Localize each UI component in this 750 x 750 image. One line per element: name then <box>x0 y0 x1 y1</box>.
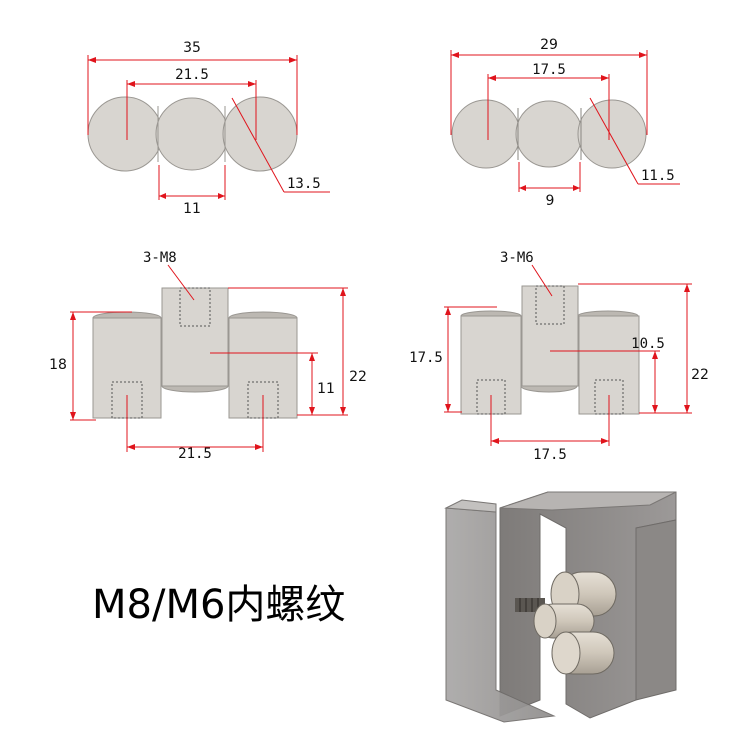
dim-inner-height-label: 11 <box>317 381 335 397</box>
circle-right <box>577 99 647 169</box>
mid-right-view: 3-M6 17.5 22 10.5 17.5 <box>409 250 709 463</box>
dim-center-spacing-label: 17.5 <box>532 62 566 78</box>
circle-middle <box>155 97 229 171</box>
dim-center-height-label: 22 <box>349 369 367 385</box>
top-right-view: 29 17.5 11.5 9 <box>450 37 680 209</box>
circle-left <box>87 96 163 172</box>
dim-overall-label: 35 <box>183 40 201 56</box>
dim-spacing-label: 17.5 <box>533 447 567 463</box>
dim-center-height-label: 22 <box>691 367 709 383</box>
dim-left-height-label: 18 <box>49 357 67 373</box>
cylinder-center <box>161 287 229 387</box>
mid-left-view: 3-M8 18 22 11 21.5 <box>49 250 367 462</box>
dim-inner-height-label: 10.5 <box>631 336 665 352</box>
hinge-3d-render <box>444 491 677 723</box>
dim-center-spacing-label: 21.5 <box>175 67 209 83</box>
dim-diameter-label: 13.5 <box>287 176 321 192</box>
dim-overall-label: 29 <box>540 37 558 53</box>
thread-label: 3-M8 <box>143 250 177 266</box>
dim-diameter-label: 11.5 <box>641 168 675 184</box>
circle-left <box>451 99 521 169</box>
hinge-barrel-middle <box>533 603 595 639</box>
circle-middle <box>515 100 583 168</box>
circle-right <box>222 96 298 172</box>
dim-gap-label: 11 <box>183 201 201 217</box>
cylinder-center <box>521 285 579 387</box>
dim-spacing-label: 21.5 <box>178 446 212 462</box>
top-left-view: 35 21.5 13.5 11 <box>87 40 330 217</box>
dim-left-height-label: 17.5 <box>409 350 443 366</box>
caption-title: M8/M6内螺纹 <box>92 582 345 628</box>
hinge-barrel-bottom <box>551 631 615 675</box>
dim-gap-label: 9 <box>546 193 555 209</box>
thread-label: 3-M6 <box>500 250 534 266</box>
